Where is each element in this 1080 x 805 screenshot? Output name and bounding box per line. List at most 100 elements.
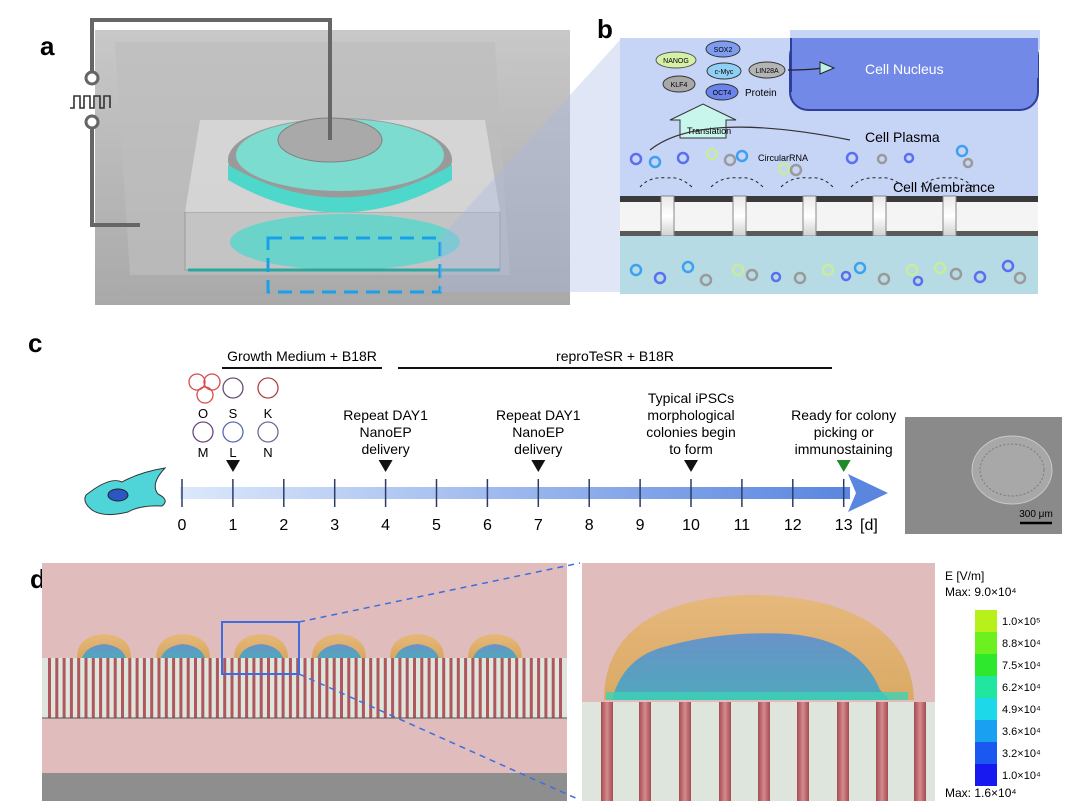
fibroblast-nucleus — [107, 488, 129, 502]
zoom-pillars — [601, 702, 926, 801]
overview-pillar — [157, 658, 161, 718]
overview-pillar — [48, 658, 51, 718]
day-label: 12 — [784, 517, 802, 534]
dish-fluid — [228, 165, 452, 213]
colony — [971, 435, 1053, 505]
overview-pillar — [194, 658, 197, 718]
factor-o: O — [198, 406, 208, 421]
overview-pillar — [522, 658, 526, 718]
overview-pillar — [99, 658, 103, 718]
event-text: to form — [669, 441, 713, 457]
day-label: 13 — [835, 517, 853, 534]
overview-pillar — [259, 658, 263, 718]
legend-swatch — [975, 676, 997, 698]
overview-pillar — [486, 658, 489, 718]
factor-circles — [188, 373, 279, 443]
day-label: 11 — [734, 517, 751, 534]
panel-d: d E [V/m] Max: 9.0×10⁴ 1.0×10⁵8.8×10⁴7.5… — [30, 562, 1041, 801]
protein-cmyc — [706, 62, 742, 80]
legend-level: 7.5×10⁴ — [1002, 660, 1041, 672]
overview-pillar — [267, 658, 270, 718]
event-text: Typical iPSCs — [648, 390, 734, 406]
overview-pillar — [434, 658, 438, 718]
wire-bottom — [90, 128, 140, 227]
overview-pillar — [361, 658, 365, 718]
legend-level: 3.6×10⁴ — [1002, 726, 1041, 738]
overview-pillar — [507, 658, 511, 718]
panel-a: a — [40, 18, 620, 305]
lower-fluid — [230, 214, 460, 270]
overview-pillar — [84, 658, 88, 718]
pulse-icon — [70, 95, 111, 109]
timeline-arrowhead — [848, 474, 888, 512]
factor-k: K — [264, 406, 273, 421]
overview-base — [42, 773, 567, 801]
overview-pillar — [281, 658, 285, 718]
overview-pillar — [223, 658, 227, 718]
event-text: Ready for colony — [791, 407, 896, 423]
overview-pillar — [347, 658, 351, 718]
membrane-body — [620, 202, 1038, 232]
protein-klf4 — [662, 75, 696, 93]
overview-pillar — [121, 658, 124, 718]
overview-pillar — [55, 658, 59, 718]
overview-pillar — [303, 658, 307, 718]
panel-c: c Growth Medium + B18R reproTeSR + B18R … — [28, 328, 1062, 534]
overview-pillar — [179, 658, 183, 718]
day-unit: [d] — [860, 517, 878, 534]
event-text: immunostaining — [795, 441, 893, 457]
event-text: NanoEP — [360, 424, 412, 440]
overview-cell — [317, 644, 361, 658]
highlight-box — [266, 236, 442, 294]
overview-cell — [473, 644, 517, 658]
color-legend: 1.0×10⁵8.8×10⁴7.5×10⁴6.2×10⁴4.9×10⁴3.6×1… — [975, 610, 1041, 786]
overview-pillar — [537, 658, 541, 718]
plasma-label: Cell Plasma — [865, 129, 940, 145]
zoom-pillar — [837, 702, 849, 801]
circular-rna-label: CircularRNA — [758, 153, 808, 163]
overview-pillar — [383, 658, 387, 718]
overview-pillar — [325, 658, 329, 718]
overview-cell — [239, 644, 283, 658]
zoom-pillar — [876, 702, 888, 801]
protein-oct4-text: OCT4 — [713, 90, 732, 97]
overview-pillar — [464, 658, 468, 718]
membrane-label: Cell Membrance — [893, 179, 995, 195]
day-label: 0 — [178, 517, 187, 534]
day-label: 9 — [636, 517, 645, 534]
legend-swatch — [975, 632, 997, 654]
translation-label: Translation — [687, 126, 731, 136]
legend-swatch — [975, 742, 997, 764]
event-text: Repeat DAY1 — [496, 407, 581, 423]
overview-pillar — [332, 658, 336, 718]
timeline-bar — [180, 487, 850, 499]
day-label: 2 — [279, 517, 288, 534]
overview-pillar — [398, 658, 402, 718]
zoom-cell-interface — [606, 692, 908, 700]
zoom-pillar — [797, 702, 809, 801]
factor-m: M — [198, 445, 209, 460]
membrane-top — [620, 196, 1038, 202]
legend-title: E [V/m] — [945, 569, 984, 583]
overview-pillar — [413, 658, 416, 718]
terminal-top — [84, 70, 100, 86]
day-label: 1 — [228, 517, 237, 534]
panel-b: b Cell Nucleus NANOG SOX2 c-Myc LIN28A K… — [597, 14, 1040, 294]
overview-cells — [77, 634, 522, 658]
event-marker — [684, 460, 698, 472]
day-label: 8 — [585, 517, 594, 534]
overview-pillar — [420, 658, 424, 718]
overview-pillar — [135, 658, 139, 718]
protein-sox2 — [705, 40, 741, 58]
overview-pillar — [150, 658, 154, 718]
overview-pillar — [245, 658, 249, 718]
overview-pillar — [164, 658, 168, 718]
translation-arrow — [669, 103, 737, 139]
overview-pillar — [69, 658, 73, 718]
plasma-curve — [649, 126, 851, 151]
protein-cmyc-text: c-Myc — [715, 69, 734, 76]
legend-max-top: Max: 9.0×10⁴ — [945, 585, 1017, 599]
factor-n: N — [263, 445, 272, 460]
legend-max-bottom: Max: 1.6×10⁴ — [945, 786, 1017, 800]
